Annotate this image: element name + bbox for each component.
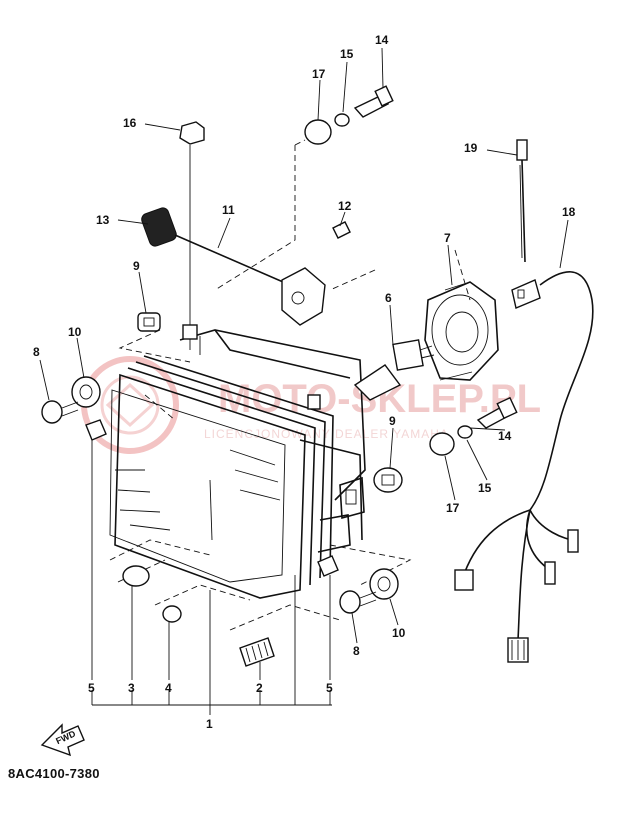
callout-5-right: 5 bbox=[326, 681, 333, 695]
fwd-arrow: FWD bbox=[40, 723, 85, 757]
callout-14-top: 14 bbox=[375, 33, 389, 47]
callout-14-bottom: 14 bbox=[498, 429, 512, 443]
callout-17-bottom: 17 bbox=[446, 501, 460, 515]
small-parts bbox=[122, 565, 275, 667]
callout-5-left: 5 bbox=[88, 681, 95, 695]
callout-13: 13 bbox=[96, 213, 110, 227]
lower-fasteners bbox=[429, 396, 518, 456]
callout-4: 4 bbox=[165, 681, 172, 695]
watermark-sub: LICENCJONOWANY DEALER YAMAHA bbox=[204, 427, 449, 441]
adjust-screw-assembly bbox=[141, 121, 351, 326]
upper-fasteners bbox=[304, 85, 394, 145]
wire-harness bbox=[454, 271, 594, 663]
part-code: 8AC4100-7380 bbox=[8, 766, 100, 781]
callouts: 14 15 17 16 13 11 12 9 10 8 6 7 19 18 9 … bbox=[33, 33, 576, 731]
callout-18: 18 bbox=[562, 205, 576, 219]
grommets bbox=[137, 312, 403, 493]
callout-9-left: 9 bbox=[133, 259, 140, 273]
callout-10-right: 10 bbox=[392, 626, 406, 640]
callout-19: 19 bbox=[464, 141, 478, 155]
callout-3: 3 bbox=[128, 681, 135, 695]
callout-17-top: 17 bbox=[312, 67, 326, 81]
callout-6: 6 bbox=[385, 291, 392, 305]
bulb-and-cover bbox=[353, 281, 499, 401]
callout-10-left: 10 bbox=[68, 325, 82, 339]
headlight-unit bbox=[109, 324, 366, 599]
callout-9-right: 9 bbox=[389, 414, 396, 428]
callout-7: 7 bbox=[444, 231, 451, 245]
callout-11: 11 bbox=[222, 203, 235, 217]
callout-16: 16 bbox=[123, 116, 137, 130]
leader-lines bbox=[39, 47, 569, 715]
callout-2: 2 bbox=[256, 681, 263, 695]
callout-15-bottom: 15 bbox=[478, 481, 492, 495]
cable-tie bbox=[516, 139, 528, 263]
callout-8-left: 8 bbox=[33, 345, 40, 359]
callout-8-right: 8 bbox=[353, 644, 360, 658]
callout-1: 1 bbox=[206, 717, 213, 731]
callout-15-top: 15 bbox=[340, 47, 354, 61]
callout-12: 12 bbox=[338, 199, 352, 213]
dampers-pins bbox=[41, 376, 399, 614]
